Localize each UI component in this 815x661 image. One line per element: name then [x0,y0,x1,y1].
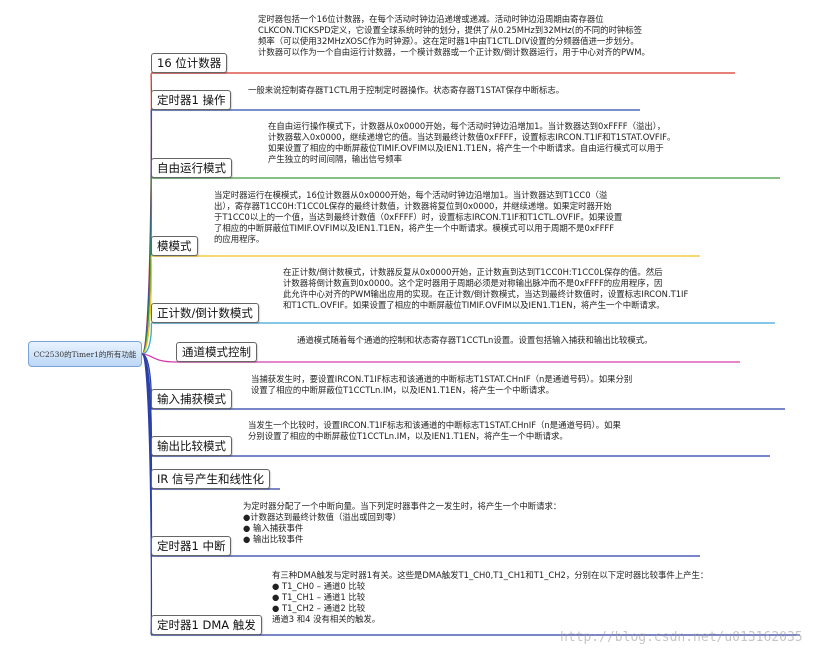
root-node[interactable]: CC2530的Timer1的所有功能 [28,341,142,367]
desc-modulo-mode: 当定时器运行在模模式，16位计数器从0x0000开始，每个活动时钟边沿增加1。当… [214,190,623,244]
node-timer1-interrupt[interactable]: 定时器1 中断 [151,536,232,556]
node-channel-mode-control[interactable]: 通道模式控制 [176,342,257,362]
node-timer1-operation[interactable]: 定时器1 操作 [151,90,232,110]
node-modulo-mode[interactable]: 模模式 [151,236,198,256]
node-ir-signal-generation[interactable]: IR 信号产生和线性化 [151,469,271,489]
watermark-text: http://blog.csdn.net/u013162035 [560,630,803,645]
desc-output-compare-mode: 当发生一个比较时，设置IRCON.T1IF标志和该通道的中断标志T1STAT.C… [248,420,621,441]
node-up-down-mode[interactable]: 正计数/倒计数模式 [151,303,259,323]
desc-up-down-mode: 在正计数/倒计数模式，计数器反复从0x0000开始，正计数直到达到T1CC0H:… [283,267,689,310]
desc-free-running-mode: 在自由运行操作模式下，计数器从0x0000开始，每个活动时钟边沿增加1。当计数器… [268,121,676,164]
node-input-capture-mode[interactable]: 输入捕获模式 [151,389,232,409]
desc-timer1-operation: 一般来说控制寄存器T1CTL用于控制定时器操作。状态寄存器T1STAT保存中断标… [248,85,565,95]
desc-timer1-interrupt: 为定时器分配了一个中断向量。当下列定时器事件之一发生时，将产生一个中断请求： ●… [243,501,562,544]
node-16bit-counter[interactable]: 16 位计数器 [151,53,228,73]
desc-timer1-dma-trigger: 有三种DMA触发与定时器1有关。这些是DMA触发T1_CH0,T1_CH1和T1… [272,570,709,624]
connector-node-free-running-mode [141,177,153,355]
desc-channel-mode-control: 通道模式随着每个通道的控制和状态寄存器T1CCTLn设置。设置包括输入捕获和输出… [297,335,653,345]
node-output-compare-mode[interactable]: 输出比较模式 [151,436,232,456]
desc-input-capture-mode: 当捕获发生时，要设置IRCON.T1IF标志和该通道的中断标志T1STAT.CH… [251,374,633,395]
connector-node-modulo-mode [141,255,153,355]
node-free-running-mode[interactable]: 自由运行模式 [151,158,232,178]
desc-16bit-counter: 定时器包括一个16位计数器，在每个活动时钟边沿递增或递减。活动时钟边沿周期由寄存… [258,14,650,57]
node-timer1-dma-trigger[interactable]: 定时器1 DMA 触发 [151,615,262,635]
connector-node-up-down-mode [141,322,153,355]
